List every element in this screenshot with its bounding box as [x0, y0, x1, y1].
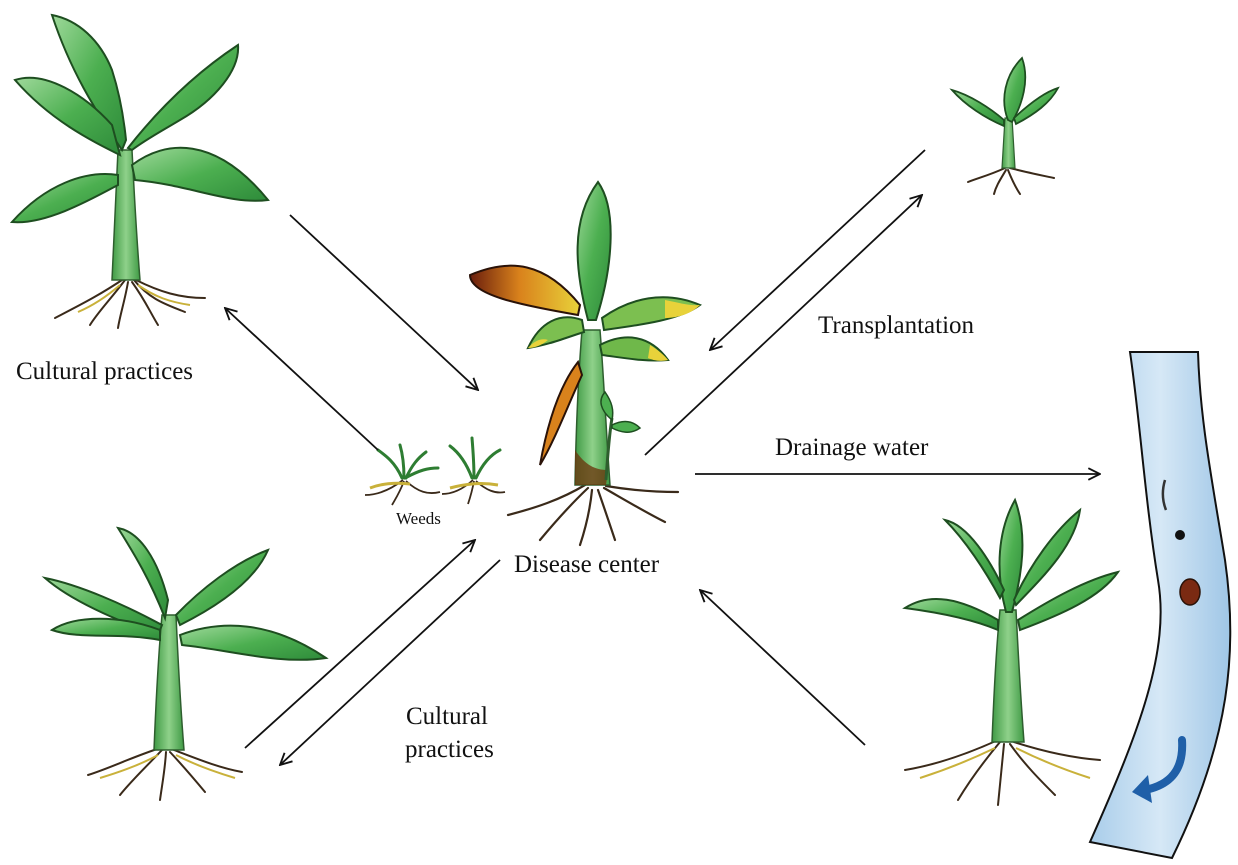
- transplantation-label: Transplantation: [818, 312, 974, 341]
- weed-icon: [442, 438, 505, 504]
- diseased-banana-plant-icon: [470, 182, 700, 545]
- drainage-water-label: Drainage water: [775, 434, 928, 463]
- spread-arrows: [225, 150, 1100, 765]
- arrow-to-disease-center: [290, 215, 478, 390]
- arrow-to-bottom-left-plant: [280, 560, 500, 765]
- seedling-icon: [952, 58, 1058, 194]
- cultural-practices-bottom-label-line2: practices: [405, 736, 494, 765]
- weeds-label: Weeds: [396, 509, 441, 529]
- weed-icon: [365, 445, 440, 505]
- banana-plant-icon: [12, 15, 268, 328]
- cultural-practices-top-label: Cultural practices: [16, 358, 193, 387]
- disease-center-label: Disease center: [514, 551, 659, 580]
- arrow-to-disease-center: [700, 590, 865, 745]
- banana-plant-icon: [45, 528, 326, 800]
- banana-plant-icon: [905, 500, 1118, 805]
- arrow-to-top-left-plant: [225, 308, 378, 450]
- cultural-practices-bottom-label-line1: Cultural: [406, 703, 488, 732]
